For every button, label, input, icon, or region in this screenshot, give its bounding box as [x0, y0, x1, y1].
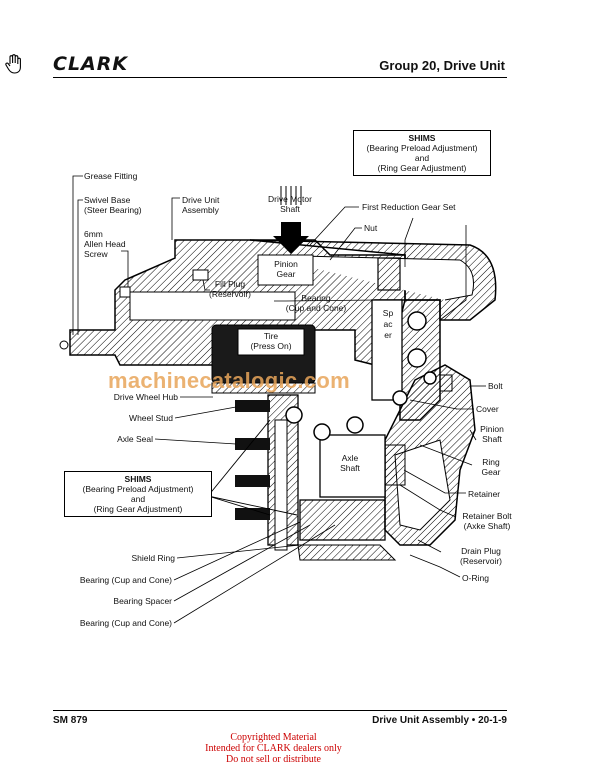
label-shield-ring: Shield Ring: [131, 553, 175, 563]
label-grease-fitting: Grease Fitting: [84, 171, 138, 181]
label-fill-plug: Fill Plug(Reservoir): [208, 279, 252, 299]
watermark: machinecatalogic.com: [108, 368, 350, 393]
label-swivel-base: Swivel Base(Steer Bearing): [84, 195, 142, 215]
label-bearing-top: Bearing(Cup and Cone): [285, 293, 347, 313]
label-nut: Nut: [364, 223, 378, 233]
label-bearing-spacer: Bearing Spacer: [113, 596, 172, 606]
label-tire: Tire(Press On): [250, 331, 292, 351]
shims-note-left: SHIMS (Bearing Preload Adjustment) and (…: [64, 471, 212, 517]
label-retainer-bolt: Retainer Bolt(Axke Shaft): [462, 511, 512, 531]
label-first-reduction: First Reduction Gear Set: [362, 202, 456, 212]
hand-pointer-icon: [5, 54, 21, 74]
footer-doc-number: SM 879: [53, 715, 88, 726]
header-rule: [53, 77, 507, 78]
clark-logo: CLARK: [53, 53, 129, 75]
label-retainer: Retainer: [468, 489, 501, 499]
label-drive-wheel-hub: Drive Wheel Hub: [113, 392, 178, 402]
footer-rule: [53, 710, 507, 711]
page-group-title: Group 20, Drive Unit: [379, 58, 505, 73]
axle-shaft: [319, 434, 386, 498]
footer-page-title: Drive Unit Assembly • 20-1-9: [372, 715, 507, 726]
label-drain-plug: Drain Plug(Reservoir): [459, 546, 503, 566]
label-cover: Cover: [476, 404, 499, 414]
label-bearing-2: Bearing (Cup and Cone): [79, 618, 172, 628]
label-bolt: Bolt: [488, 381, 503, 391]
shims-note-top: SHIMS (Bearing Preload Adjustment) and (…: [353, 130, 491, 176]
motor-shaft-arrow: [273, 222, 309, 254]
label-wheel-stud: Wheel Stud: [129, 413, 173, 423]
label-spacer: Spacer: [382, 308, 394, 340]
label-bearing-1: Bearing (Cup and Cone): [79, 575, 172, 585]
copyright-notice: Copyrighted Material Intended for CLARK …: [205, 732, 342, 765]
label-o-ring: O-Ring: [462, 573, 489, 583]
label-axle-seal: Axle Seal: [117, 434, 153, 444]
